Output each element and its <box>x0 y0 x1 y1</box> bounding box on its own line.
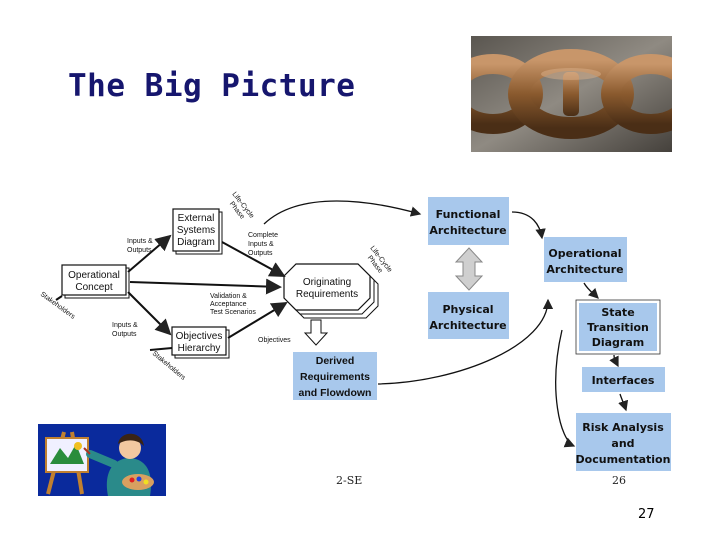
page-number: 27 <box>638 507 655 522</box>
validation-line1: Validation & <box>210 293 247 300</box>
footer-left-label: 2-SE <box>336 474 363 487</box>
objectives-hierarchy-box: Objectives Hierarchy <box>171 326 230 359</box>
down-arrow-icon <box>303 319 329 346</box>
objectives-hierarchy-line1: Objectives <box>176 331 223 342</box>
footer-right-label: 26 <box>612 474 626 487</box>
external-systems-box: External Systems Diagram <box>172 208 223 255</box>
external-systems-line1: External <box>178 213 215 224</box>
risk-line1: Risk Analysis <box>582 421 664 434</box>
risk-line3: Documentation <box>576 453 671 466</box>
double-arrow-icon <box>454 247 484 291</box>
complete-io-line1: Complete <box>248 232 278 239</box>
operational-concept-box: Operational Concept <box>61 264 130 299</box>
validation-line3: Test Scenarios <box>210 309 256 316</box>
external-systems-line2: Systems <box>177 225 215 236</box>
risk-line2: and <box>611 437 634 450</box>
chain-link-photo <box>471 36 672 152</box>
state-line3: Diagram <box>592 336 645 349</box>
originating-requirements-line2: Requirements <box>296 289 358 300</box>
painter-clipart <box>38 424 166 496</box>
physical-architecture-box: Physical Architecture <box>428 292 509 339</box>
objectives-label: Objectives <box>258 337 291 344</box>
inputs-outputs-bottom-line2: Outputs <box>112 331 137 338</box>
complete-io-line2: Inputs & <box>248 241 274 248</box>
easel-icon <box>45 431 89 495</box>
state-line1: State <box>601 306 634 319</box>
slide-title: The Big Picture <box>68 68 356 104</box>
external-systems-line3: Diagram <box>177 237 215 248</box>
functional-line1: Functional <box>436 208 501 221</box>
complete-io-line3: Outputs <box>248 250 273 257</box>
functional-line2: Architecture <box>429 224 506 237</box>
derived-requirements-line1: Derived <box>316 355 355 367</box>
interfaces-box: Interfaces <box>582 367 665 392</box>
originating-requirements-line1: Originating <box>303 277 351 288</box>
physical-line2: Architecture <box>429 319 506 332</box>
operational-concept-line1: Operational <box>68 270 120 281</box>
validation-line2: Acceptance <box>210 301 247 308</box>
functional-architecture-box: Functional Architecture <box>428 197 509 245</box>
operational-concept-line2: Concept <box>75 282 112 293</box>
operational-architecture-box: Operational Architecture <box>544 237 627 282</box>
derived-requirements-box: Derived Requirements and Flowdown <box>293 352 377 400</box>
objectives-hierarchy-line2: Hierarchy <box>178 343 221 354</box>
state-transition-box: State Transition Diagram <box>575 299 661 355</box>
inputs-outputs-top-line2: Outputs <box>127 247 152 254</box>
risk-analysis-box: Risk Analysis and Documentation <box>576 413 671 471</box>
state-line2: Transition <box>587 321 649 334</box>
operational-line2: Architecture <box>546 263 623 276</box>
operational-line1: Operational <box>548 247 621 260</box>
inputs-outputs-top-line1: Inputs & <box>127 238 153 245</box>
originating-requirements-box: Originating Requirements <box>283 263 379 319</box>
derived-requirements-line3: and Flowdown <box>299 387 372 399</box>
derived-requirements-line2: Requirements <box>300 371 370 383</box>
painter-figure-icon <box>83 433 154 496</box>
interfaces-line1: Interfaces <box>592 374 655 387</box>
inputs-outputs-bottom-line1: Inputs & <box>112 322 138 329</box>
physical-line1: Physical <box>442 303 493 316</box>
